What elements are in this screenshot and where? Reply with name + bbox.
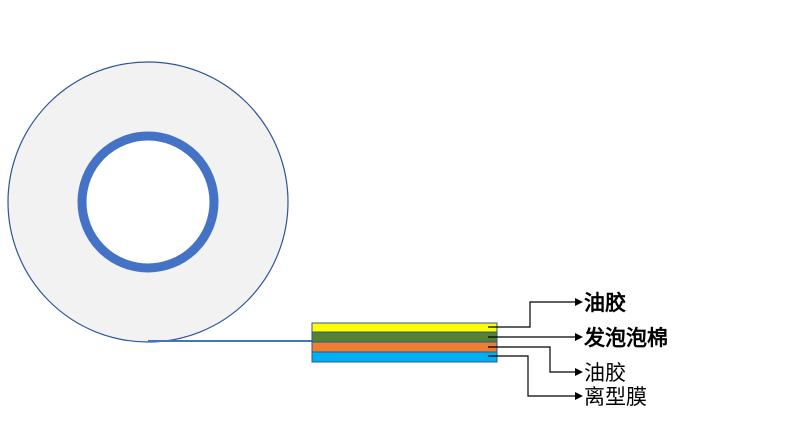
tape-cross-section <box>311 322 498 363</box>
arrow-head-adhesive-bottom <box>575 368 583 376</box>
layer-adhesive-bottom <box>311 341 498 353</box>
leader-lines <box>488 301 578 397</box>
arrow-head-foam <box>575 333 583 341</box>
layer-foam <box>311 331 498 343</box>
label-adhesive-bottom: 油胶 <box>584 361 626 385</box>
leader-line-adhesive-top <box>488 301 578 328</box>
layer-adhesive-top <box>311 322 498 333</box>
layer-release-liner <box>311 351 498 363</box>
leader-line-release-liner <box>488 355 578 397</box>
layer-labels: 油胶 发泡泡棉 油胶 离型膜 <box>583 291 668 409</box>
roll-core-ring <box>77 131 219 273</box>
label-release-liner: 离型膜 <box>584 385 647 409</box>
arrow-head-release-liner <box>575 392 583 400</box>
arrowheads <box>575 298 583 400</box>
arrow-head-adhesive-top <box>575 298 583 306</box>
label-adhesive-top: 油胶 <box>584 291 626 315</box>
tape-roll <box>7 61 312 343</box>
label-foam: 发泡泡棉 <box>583 326 668 350</box>
leader-line-adhesive-bottom <box>488 346 578 373</box>
